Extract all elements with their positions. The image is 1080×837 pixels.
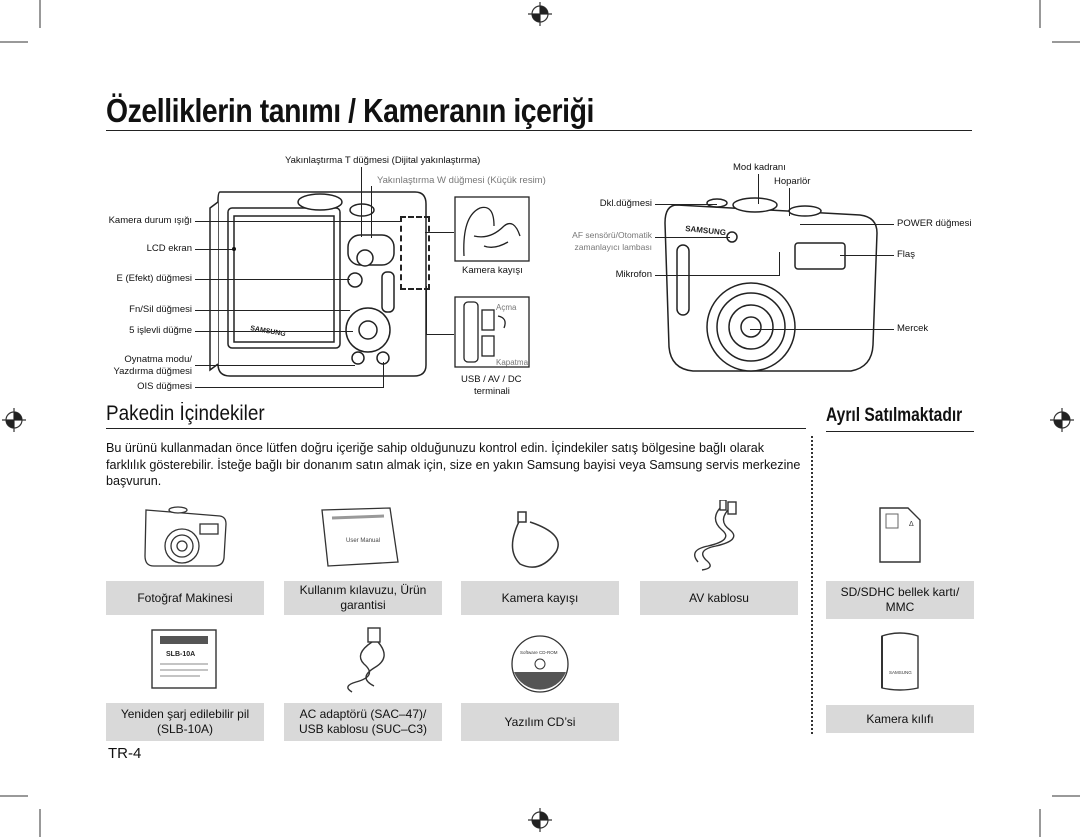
label-play-print-2: Yazdırma düğmesi [113, 366, 193, 377]
label-af-1: AF sensörü/Otomatik [572, 230, 652, 240]
section-optional-rule [826, 431, 974, 432]
page-number: TR-4 [108, 745, 142, 762]
camera-icon [144, 506, 227, 567]
user-manual-icon: User Manual [321, 507, 399, 567]
caption-av-cable: AV kablosu [640, 581, 798, 615]
av-cable-icon [694, 500, 737, 571]
section-optional-title: Ayrıl Satılmaktadır [826, 405, 963, 426]
caption-camera: Fotoğraf Makinesi [106, 581, 264, 615]
battery-icon: SLB-10A [151, 629, 217, 689]
strap-inset [454, 196, 530, 262]
label-power: POWER düğmesi [897, 218, 972, 229]
leader-mode-dial [758, 174, 759, 204]
label-zoom-t: Yakınlaştırma T düğmesi (Dijital yakınla… [285, 155, 481, 166]
caption-sd-1: SD/SDHC bellek kartı/ [840, 585, 960, 599]
caption-adapter-1: AC adaptörü (SAC–47)/ [299, 707, 427, 721]
manual-print: User Manual [346, 538, 380, 544]
cd-print: Software CD-ROM [520, 650, 558, 655]
label-af-2: zamanlayıcı lambası [574, 242, 652, 252]
caption-cd: Yazılım CD’si [461, 703, 619, 741]
leader-dot [232, 247, 236, 251]
leader-five-func [195, 331, 353, 332]
label-usb-1: USB / AV / DC [461, 374, 522, 385]
camera-front-illustration: SAMSUNG [664, 197, 878, 372]
caption-case: Kamera kılıfı [826, 705, 974, 733]
leader-fn-del [195, 310, 350, 311]
leader-e-button [195, 279, 350, 280]
label-lcd: LCD ekran [146, 243, 192, 254]
leader-speaker [789, 188, 790, 216]
leader-usb [426, 334, 454, 335]
leader-lens [750, 329, 894, 330]
strap-icon [511, 511, 559, 568]
label-e-button: E (Efekt) düğmesi [116, 273, 193, 284]
leader-play-print [195, 365, 355, 366]
label-close: Kapatma [496, 358, 529, 367]
label-lens: Mercek [897, 323, 929, 334]
leader-mic [655, 275, 779, 276]
usb-inset [454, 296, 530, 368]
label-speaker: Hoparlör [774, 176, 811, 187]
leader-zoom-w [371, 186, 372, 238]
leader-shutter [655, 204, 717, 205]
label-usb-2: terminali [474, 386, 510, 397]
caption-sd-2: MMC [885, 600, 915, 614]
case-brand: SAMSUNG [889, 670, 912, 675]
label-shutter: Dkl.düğmesi [599, 198, 652, 209]
label-five-func: 5 işlevli düğme [129, 325, 192, 336]
intro-paragraph: Bu ürünü kullanmadan önce lütfen doğru i… [106, 441, 801, 488]
caption-adapter: AC adaptörü (SAC–47)/ USB kablosu (SUC–C… [284, 703, 442, 741]
caption-battery: Yeniden şarj edilebilir pil (SLB-10A) [106, 703, 264, 741]
label-flash: Flaş [897, 249, 915, 260]
leader-ois [195, 387, 383, 388]
leader-strap [425, 232, 454, 233]
caption-manual-1: Kullanım kılavuzu, Ürün [299, 583, 427, 597]
caption-battery-1: Yeniden şarj edilebilir pil [120, 707, 250, 721]
camera-case-icon: SAMSUNG [881, 632, 919, 691]
leader-ois-v [383, 362, 384, 388]
sd-card-icon: Δ [879, 507, 921, 563]
section-package-title: Pakedin İçindekiler [106, 402, 265, 425]
leader-status-lamp [195, 221, 400, 222]
label-fn-del: Fn/Sil düğmesi [129, 304, 192, 315]
leader-flash [840, 255, 894, 256]
leader-usb-v [426, 286, 427, 334]
adapter-cable-icon [347, 627, 385, 693]
port-highlight [400, 216, 430, 290]
caption-manual-2: garantisi [340, 598, 386, 612]
optional-divider [811, 436, 813, 734]
title-divider [106, 130, 972, 131]
label-status-lamp: Kamera durum ışığı [108, 215, 192, 226]
caption-manual: Kullanım kılavuzu, Ürün garantisi [284, 581, 442, 615]
caption-adapter-2: USB kablosu (SUC–C3) [298, 722, 428, 736]
leader-lcd [195, 249, 233, 250]
leader-mic-v [779, 252, 780, 276]
label-play-print-1: Oynatma modu/ [124, 354, 192, 365]
page-title: Özelliklerin tanımı / Kameranın içeriği [106, 92, 594, 129]
leader-zoom-t [361, 167, 362, 237]
caption-strap: Kamera kayışı [461, 581, 619, 615]
software-cd-icon: Software CD-ROM [511, 635, 569, 693]
battery-print: SLB-10A [166, 651, 195, 658]
label-open: Açma [496, 303, 517, 312]
label-zoom-w: Yakınlaştırma W düğmesi (Küçük resim) [377, 175, 546, 186]
caption-battery-2: (SLB-10A) [156, 722, 214, 736]
label-ois: OIS düğmesi [137, 381, 192, 392]
label-mic: Mikrofon [615, 269, 652, 280]
label-mode-dial: Mod kadranı [733, 162, 786, 173]
svg-text:Δ: Δ [909, 521, 914, 528]
leader-af [655, 237, 730, 238]
caption-sd-card: SD/SDHC bellek kartı/ MMC [826, 581, 974, 619]
label-strap: Kamera kayışı [462, 265, 523, 276]
leader-power [800, 224, 894, 225]
front-brand: SAMSUNG [685, 224, 727, 237]
section-package-rule [106, 428, 806, 429]
